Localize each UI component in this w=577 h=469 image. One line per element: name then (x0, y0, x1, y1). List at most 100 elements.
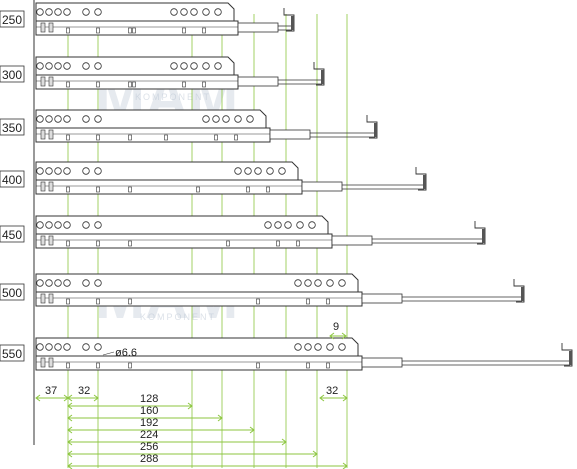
runner-rail (35, 179, 303, 195)
runner-rail (35, 233, 333, 249)
hole (214, 8, 222, 16)
hole (190, 62, 198, 70)
rail-slot (214, 134, 218, 141)
length-label-400: 400 (2, 173, 22, 187)
hole (94, 62, 102, 70)
hole (36, 62, 44, 70)
hole (212, 115, 220, 123)
rail-slot (226, 240, 230, 247)
rail-clip (48, 76, 54, 87)
rail-clip (48, 129, 54, 140)
rail-slot (266, 186, 270, 193)
dim-spacing-256: 256 (140, 441, 158, 453)
hole (314, 279, 322, 287)
dimensions (35, 332, 348, 469)
runner-body (35, 273, 359, 293)
hole (202, 62, 210, 70)
end-bracket (474, 221, 486, 245)
rail-clip (48, 357, 54, 368)
dim-clearance: 9 (333, 321, 339, 333)
rail-slot (96, 81, 100, 88)
end-bracket (366, 115, 378, 139)
rail-slot (196, 186, 200, 193)
hole (94, 167, 102, 175)
hole (94, 8, 102, 16)
hole (180, 8, 188, 16)
runner-400 (35, 161, 427, 195)
hole (214, 62, 222, 70)
end-bracket-plate (423, 175, 426, 189)
runner-body (35, 215, 329, 235)
length-label-350: 350 (2, 121, 22, 135)
runner-350 (35, 109, 378, 143)
rail-slot (182, 81, 186, 88)
rail-slot (66, 362, 70, 369)
hole (63, 343, 71, 351)
rail-slot (276, 240, 280, 247)
hole-diameter-label: ø6.6 (115, 347, 137, 359)
hole (94, 221, 102, 229)
hole (304, 343, 312, 351)
hole (36, 8, 44, 16)
end-bracket-plate (374, 123, 377, 137)
length-label-250: 250 (2, 13, 22, 27)
rail-slot (256, 298, 260, 305)
runner-body (35, 109, 267, 129)
end-bracket-plate (321, 70, 324, 84)
rail-clip (40, 76, 46, 87)
rail-clip (48, 181, 54, 192)
end-bracket (313, 62, 325, 86)
length-label-500: 500 (2, 286, 22, 300)
hole (54, 221, 62, 229)
hole (274, 221, 282, 229)
runner-body (35, 56, 235, 76)
watermark-sub: KOMPONENT (135, 92, 211, 102)
runner-450 (35, 215, 486, 249)
rail-clip (40, 129, 46, 140)
runner-body (35, 337, 359, 357)
runner-250 (35, 2, 295, 36)
slide-body (237, 76, 279, 87)
hole (338, 343, 346, 351)
hole (63, 221, 71, 229)
rail-slot (326, 362, 330, 369)
hole (294, 279, 302, 287)
rail-slot (128, 298, 132, 305)
hole (254, 167, 262, 175)
rail-slot (96, 27, 100, 34)
rail-slot (326, 298, 330, 305)
hole (36, 343, 44, 351)
hole (308, 221, 316, 229)
dim-spacing-160: 160 (140, 405, 158, 417)
hole (202, 8, 210, 16)
rail-slot (296, 240, 300, 247)
rail-slot (306, 298, 310, 305)
hole (63, 8, 71, 16)
hole (82, 167, 90, 175)
rail-slot (256, 362, 260, 369)
hole (82, 8, 90, 16)
rail-slot (128, 81, 132, 88)
hole (326, 279, 334, 287)
length-labels: 250 300 350 400 450 500 550 (0, 10, 25, 362)
rail-slot (66, 134, 70, 141)
hole (54, 8, 62, 16)
hole (94, 279, 102, 287)
hole (36, 115, 44, 123)
rail-slot (202, 81, 206, 88)
hole (45, 221, 53, 229)
rail-slot (202, 27, 206, 34)
hole (170, 62, 178, 70)
runner-rail (35, 355, 363, 371)
slide-body (301, 181, 343, 192)
hole (63, 115, 71, 123)
rail-clip (48, 293, 54, 304)
hole (94, 343, 102, 351)
dim-right-pitch: 32 (326, 385, 338, 397)
rail-clip (40, 181, 46, 192)
runner-300 (35, 56, 325, 90)
dim-spacing-192: 192 (140, 417, 158, 429)
watermark-sub-lower: KOMPONENT (140, 312, 216, 322)
hole (63, 279, 71, 287)
dim-spacing-224: 224 (140, 429, 158, 441)
